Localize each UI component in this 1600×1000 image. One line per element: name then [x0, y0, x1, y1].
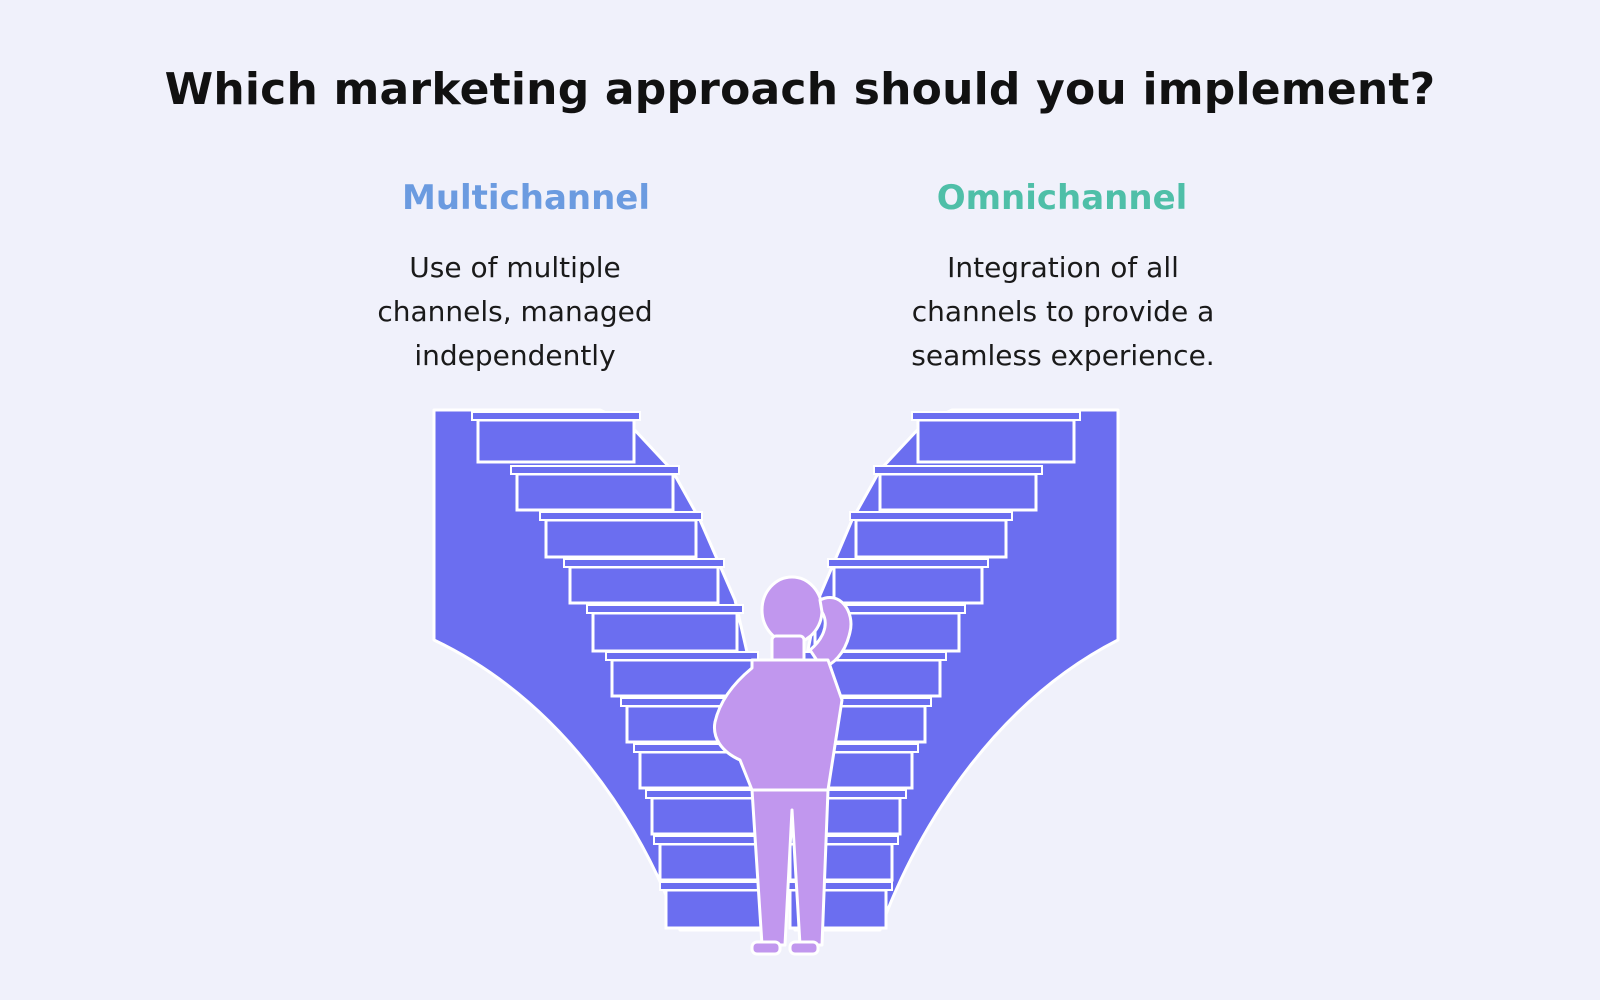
right-staircase-step [878, 472, 1038, 512]
page-title: Which marketing approach should you impl… [164, 64, 1436, 115]
left-staircase-step [476, 418, 636, 464]
left-staircase-step-tread [471, 411, 641, 421]
omnichannel-description: Integration of all channels to provide a… [911, 251, 1215, 372]
right-staircase-step-tread [911, 411, 1081, 421]
left-staircase-step-tread [645, 789, 769, 799]
left-staircase-step [650, 796, 764, 836]
left-staircase-step [591, 611, 739, 653]
right-staircase-step [854, 518, 1008, 559]
person-figure [712, 575, 853, 956]
left-staircase-step-tread [563, 558, 725, 568]
left-staircase-step [664, 888, 764, 930]
left-staircase-step-tread [586, 604, 744, 614]
right-staircase-step [832, 565, 984, 605]
multichannel-heading: Multichannel [401, 178, 651, 218]
left-staircase-step [544, 518, 698, 559]
left-staircase-step [610, 658, 754, 698]
staircase-illustration [432, 408, 1120, 956]
right-staircase-step-tread [827, 558, 989, 568]
left-staircase-step [568, 565, 720, 605]
left-staircase-step-tread [539, 511, 703, 521]
right-staircase-step-tread [873, 465, 1043, 475]
omnichannel-heading: Omnichannel [936, 178, 1188, 218]
left-staircase-step-tread [510, 465, 680, 475]
left-staircase-step [658, 842, 764, 882]
right-staircase-step-tread [849, 511, 1013, 521]
left-staircase-step-tread [659, 881, 769, 891]
multichannel-description: Use of multiple channels, managed indepe… [377, 251, 653, 372]
left-staircase-step-tread [605, 651, 759, 661]
left-staircase-step-tread [653, 835, 769, 845]
left-staircase-step [515, 472, 675, 512]
left-staircase [432, 408, 769, 932]
right-staircase-step [916, 418, 1076, 464]
right-staircase [783, 408, 1120, 932]
